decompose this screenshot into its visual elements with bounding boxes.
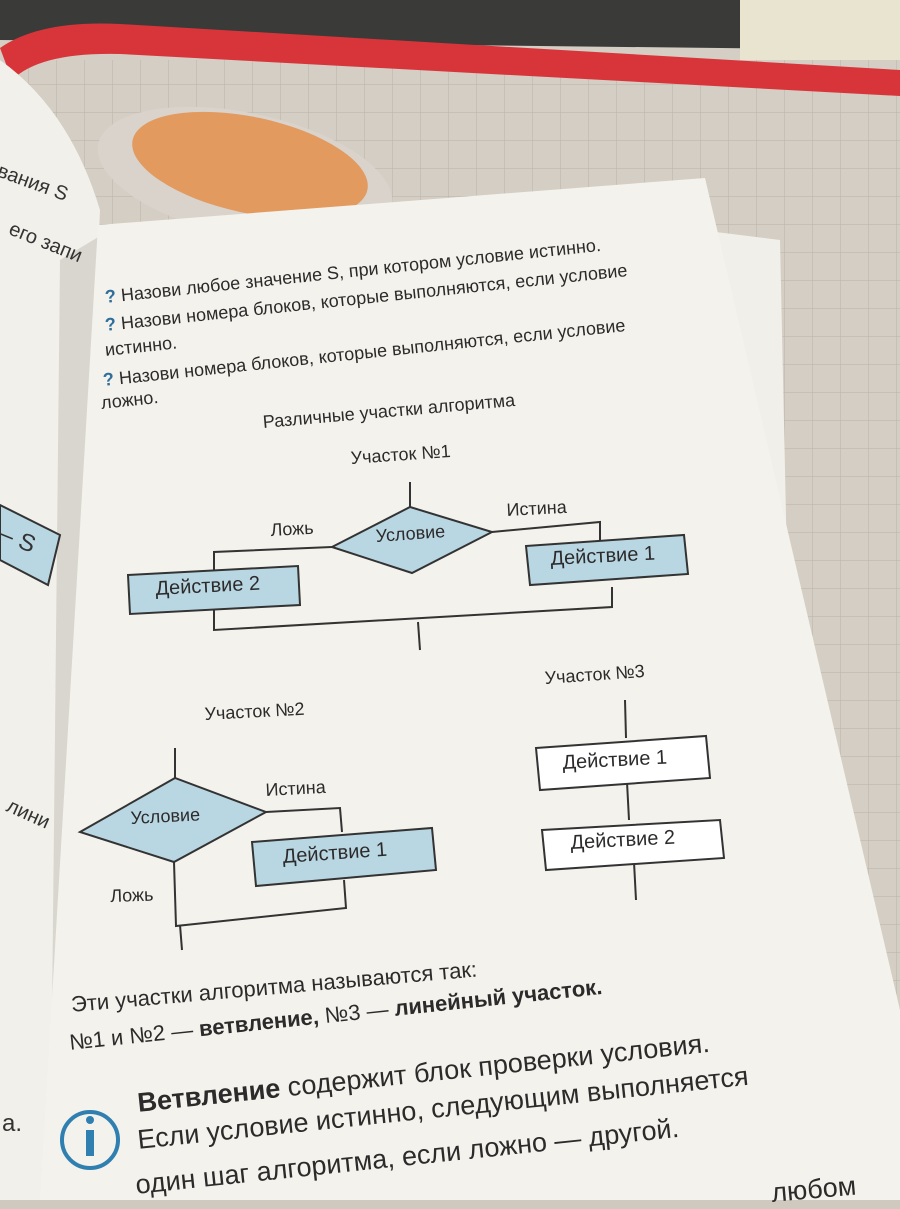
part3-action2-box [540,818,726,872]
part3-action1-box [534,734,712,792]
part2-condition-diamond [77,776,269,864]
info-line4-fragment: любом [770,1170,858,1208]
left-page-fragment: а. [2,1110,23,1137]
part2-action-true-box [250,826,438,888]
part1-condition-diamond [329,505,495,575]
part1-action-true-box [524,533,690,587]
part1-action-false-box [126,564,302,616]
